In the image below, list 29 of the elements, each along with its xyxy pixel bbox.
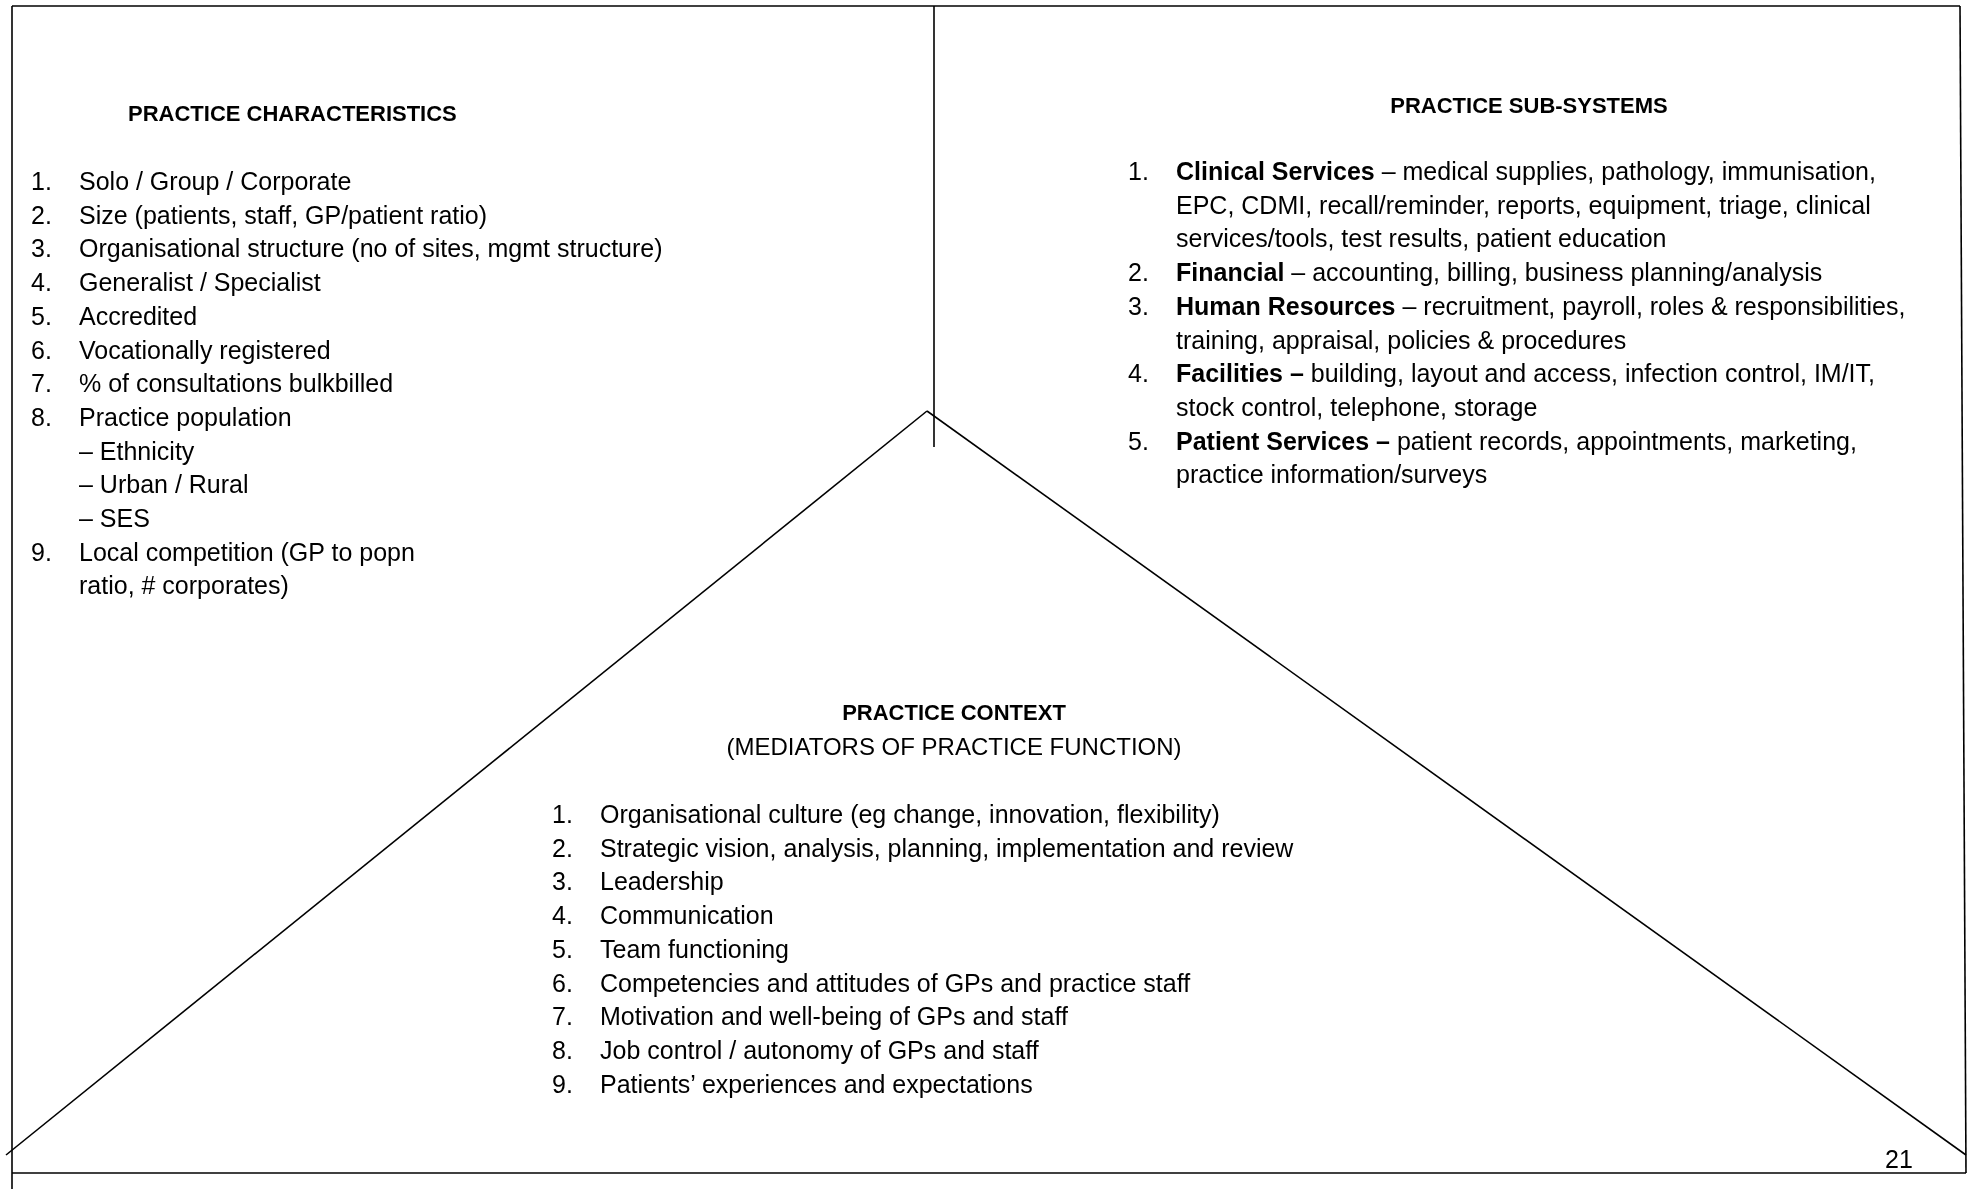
list-item: 1. Clinical Services – medical supplies, pathology, immunisation, EPC, CDMI, recall/reminder, reports, equipment, triage, clinical services/tools, test results, patient education	[1128, 156, 1877, 255]
list-item: 2. Financial – accounting, billing, business planning/analysis	[1128, 257, 1824, 289]
list-item: 3. Leadership	[552, 866, 725, 898]
list-item: 8. Practice population	[31, 401, 293, 433]
list-item: 3. Organisational structure (no of sites, mgmt structure)	[31, 233, 664, 265]
list-item: – Ethnicity	[78, 435, 196, 467]
list-item: 5. Patient Services – patient records, appointments, marketing, practice information/surveys	[1128, 425, 1858, 491]
list-item: – SES	[78, 503, 151, 535]
list-item: 1. Organisational culture (eg change, innovation, flexibility)	[552, 799, 1221, 830]
section-heading: PRACTICE CONTEXT	[842, 699, 1066, 727]
list-item: 9. Local competition (GP to popn ratio, # corporates)	[31, 536, 416, 602]
list-item: 4. Generalist / Specialist	[31, 267, 322, 299]
list-item: 7. % of consultations bulkbilled	[31, 368, 395, 400]
section-subheading: (MEDIATORS OF PRACTICE FUNCTION)	[726, 732, 1182, 762]
list-item: 5. Accredited	[31, 300, 199, 332]
section-heading: PRACTICE CHARACTERISTICS	[128, 100, 457, 128]
list-item: 1. Solo / Group / Corporate	[31, 166, 353, 197]
list-item: – Urban / Rural	[78, 469, 250, 501]
list-item: 6. Vocationally registered	[31, 334, 332, 366]
list-item: 7. Motivation and well-being of GPs and staff	[552, 1001, 1069, 1033]
page-number: 21	[1885, 1146, 1913, 1172]
list-item: 2. Strategic vision, analysis, planning, implementation and review	[552, 832, 1295, 864]
list-item: 6. Competencies and attitudes of GPs and practice staff	[552, 967, 1192, 999]
list-item: 5. Team functioning	[552, 933, 790, 965]
list-item: 4. Communication	[552, 900, 775, 932]
list-item: 9. Patients’ experiences and expectations	[552, 1068, 1034, 1100]
list-item: 2. Size (patients, staff, GP/patient ratio)	[31, 199, 489, 231]
section-heading: PRACTICE SUB-SYSTEMS	[1390, 92, 1668, 120]
list-item: 8. Job control / autonomy of GPs and staff	[552, 1034, 1040, 1066]
